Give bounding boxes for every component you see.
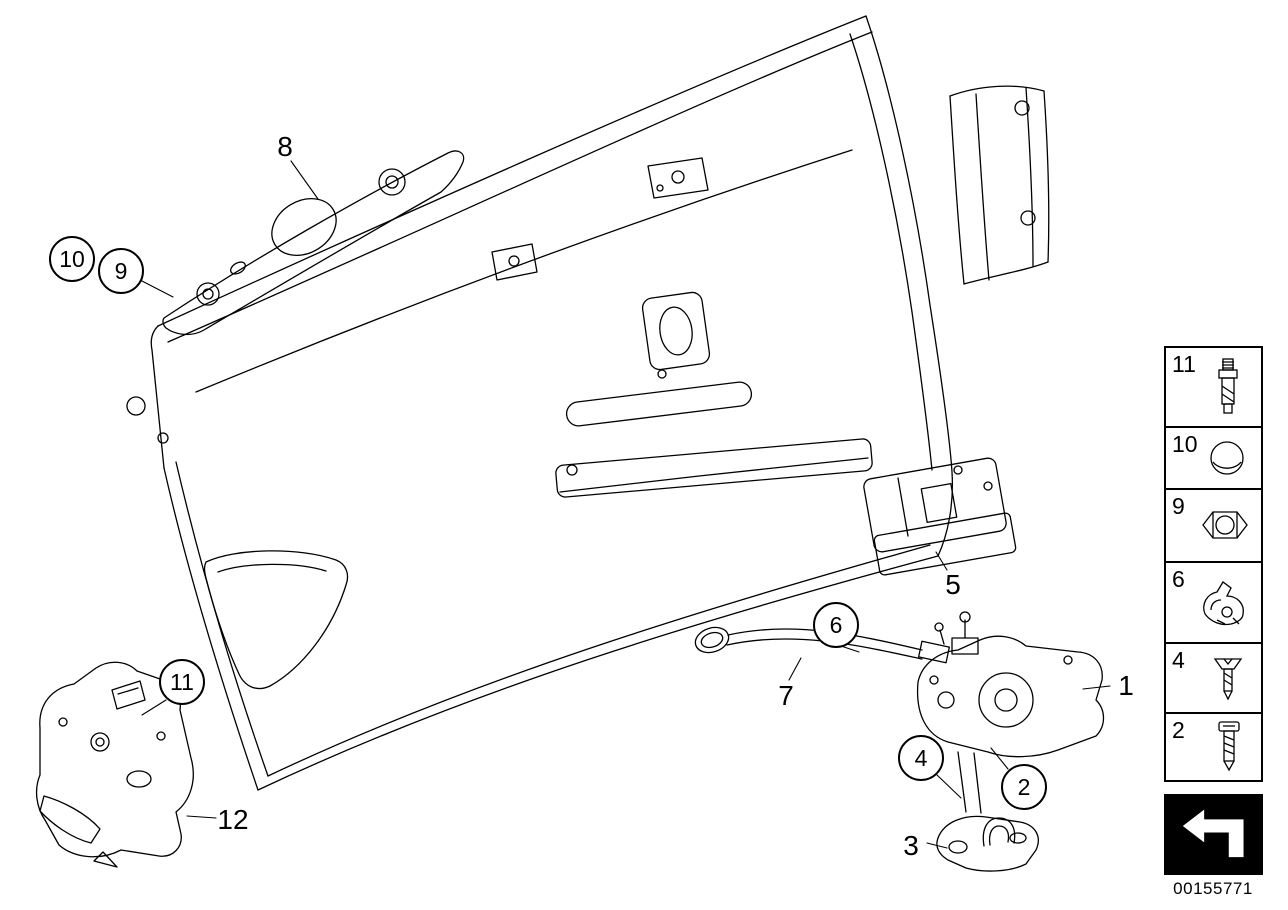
trunk-lock [916, 611, 1105, 814]
callout-6[interactable]: 6 [813, 602, 859, 648]
callout-12[interactable]: 12 [217, 804, 249, 835]
striker-plate [936, 815, 1039, 872]
trunk-lid-outline [126, 15, 954, 791]
leader-lines [141, 160, 1111, 849]
parts-legend: 11 10 9 [1164, 346, 1263, 782]
callout-10[interactable]: 10 [49, 236, 95, 282]
legend-row-4[interactable]: 4 [1166, 644, 1261, 714]
legend-row-10[interactable]: 10 [1166, 428, 1261, 490]
cover-cap-icon [1210, 441, 1244, 475]
return-arrow-icon [1174, 802, 1253, 867]
spring-clip-icon [1203, 580, 1244, 625]
legend-arrow-box[interactable] [1164, 794, 1263, 875]
callout-4[interactable]: 4 [898, 735, 944, 781]
callout-2[interactable]: 2 [1001, 764, 1047, 810]
callout-1[interactable]: 1 [1118, 670, 1134, 701]
doc-number: 00155771 [1173, 879, 1253, 898]
legend-label-9: 9 [1172, 493, 1185, 519]
callout-11[interactable]: 11 [159, 659, 205, 705]
callout-3[interactable]: 3 [903, 830, 919, 861]
callout-8[interactable]: 8 [277, 131, 293, 162]
legend-label-6: 6 [1172, 566, 1185, 592]
side-lock-assembly [35, 661, 194, 868]
hex-nut-icon [1202, 510, 1248, 539]
countersunk-screw-icon [1213, 658, 1243, 701]
legend-label-2: 2 [1172, 717, 1185, 743]
fillister-screw-icon [1218, 721, 1240, 772]
legend-row-9[interactable]: 9 [1166, 490, 1261, 563]
callout-5[interactable]: 5 [945, 569, 961, 600]
legend-row-2[interactable]: 2 [1166, 714, 1261, 780]
licence-plate-light [863, 457, 1017, 576]
hinge-bracket [949, 85, 1050, 285]
legend-row-11[interactable]: 11 [1166, 348, 1261, 428]
callout-9[interactable]: 9 [98, 248, 144, 294]
callout-7[interactable]: 7 [778, 680, 794, 711]
legend-row-6[interactable]: 6 [1166, 563, 1261, 644]
legend-label-4: 4 [1172, 647, 1185, 673]
stud-bolt-icon [1218, 358, 1238, 414]
legend-label-10: 10 [1172, 431, 1198, 457]
trim-strip [162, 150, 465, 336]
legend-label-11: 11 [1172, 351, 1196, 377]
